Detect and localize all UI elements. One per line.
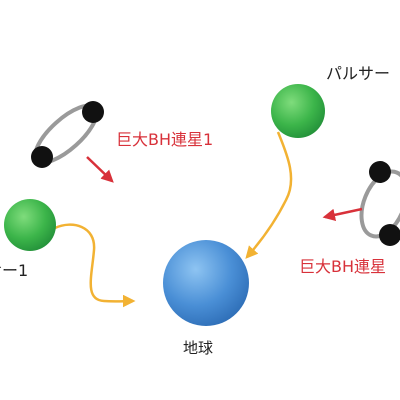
- bh-binary-2: [359, 161, 400, 246]
- label-pulsar-2: パルサー: [326, 64, 391, 83]
- bh-binary-1: [31, 101, 104, 168]
- black-hole-icon: [31, 146, 53, 168]
- gw-arrow-1: [86, 156, 114, 183]
- pulsar-1: [4, 199, 56, 251]
- label-earth: 地球: [183, 339, 214, 357]
- gw-arrow-2: [322, 207, 363, 221]
- label-bh-binary-2: 巨大BH連星: [299, 257, 387, 276]
- black-hole-icon: [82, 101, 104, 123]
- orbit-ring-2: [359, 169, 400, 239]
- pulse-path-2: [245, 131, 293, 259]
- pulsar-2: [271, 84, 325, 138]
- label-bh-binary-1: 巨大BH連星1: [116, 130, 214, 149]
- pulse-path-1: [54, 223, 136, 308]
- black-hole-icon: [369, 161, 391, 183]
- black-hole-icon: [379, 224, 400, 246]
- earth: [163, 240, 249, 326]
- label-pulsar-1: サー1: [0, 261, 29, 280]
